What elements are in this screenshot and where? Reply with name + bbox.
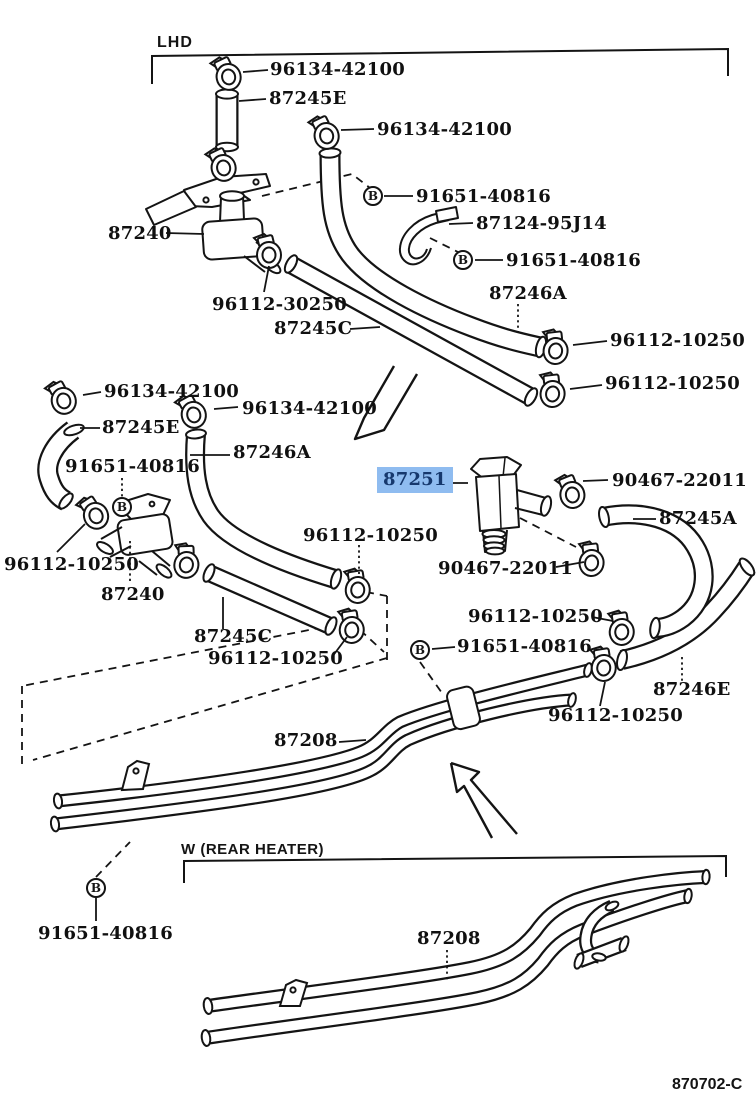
label-90467-22011-a: 90467-22011 xyxy=(612,470,747,491)
label-87245a: 87245A xyxy=(659,508,737,529)
label-87240-b: 87240 xyxy=(101,584,165,605)
callout-b-2: B xyxy=(453,250,473,270)
drawing-number: 870702-C xyxy=(672,1076,743,1093)
pipe-details xyxy=(49,662,711,1047)
clamp-icon xyxy=(604,608,637,647)
label-87245c-b: 87245C xyxy=(194,626,273,647)
valve-87251 xyxy=(470,456,553,556)
label-96112-10250-g: 96112-10250 xyxy=(548,705,683,726)
clamp-icon xyxy=(306,111,343,153)
label-87246a-a: 87246A xyxy=(489,283,567,304)
label-96134-42100-d: 96134-42100 xyxy=(242,398,377,419)
label-87246a-b: 87246A xyxy=(233,442,311,463)
hoses xyxy=(37,95,756,670)
label-87208-a: 87208 xyxy=(274,730,338,751)
label-96112-10250-a: 96112-10250 xyxy=(610,330,745,351)
label-87124-95j14: 87124-95J14 xyxy=(476,213,607,234)
leader-lines xyxy=(56,69,683,981)
label-87245c-a: 87245C xyxy=(274,318,353,339)
clamp-icon xyxy=(42,376,80,419)
label-87251: 87251 xyxy=(377,467,453,493)
callout-b-1: B xyxy=(363,186,383,206)
label-91651-40816-e: 91651-40816 xyxy=(38,923,173,944)
label-96112-10250-d: 96112-10250 xyxy=(303,525,438,546)
label-87245e-b: 87245E xyxy=(102,417,180,438)
callout-b-5: B xyxy=(86,878,106,898)
label-91651-40816-b: 91651-40816 xyxy=(506,250,641,271)
label-96112-30250: 96112-30250 xyxy=(212,294,347,315)
clamp-icon xyxy=(334,606,367,645)
label-87245e-a: 87245E xyxy=(269,88,347,109)
clamp-icon xyxy=(586,644,619,683)
label-96112-10250-f: 96112-10250 xyxy=(468,606,603,627)
rear-heater-bracket xyxy=(183,854,727,883)
clamp-icon xyxy=(537,327,572,367)
clamp-icon xyxy=(553,471,588,511)
clamp-icon xyxy=(573,539,608,579)
callout-b-4: B xyxy=(410,640,430,660)
lhd-bracket xyxy=(151,47,729,84)
label-87240-a: 87240 xyxy=(108,223,172,244)
section-label-rear-heater: W (REAR HEATER) xyxy=(181,841,325,858)
clamp-icon xyxy=(208,52,245,94)
section-label-lhd: LHD xyxy=(157,34,193,51)
label-91651-40816-a: 91651-40816 xyxy=(416,186,551,207)
label-96112-10250-c: 96112-10250 xyxy=(4,554,139,575)
label-87208-b: 87208 xyxy=(417,928,481,949)
label-96134-42100-a: 96134-42100 xyxy=(270,59,405,80)
bracket-87124 xyxy=(398,206,459,266)
clamp-icon xyxy=(73,490,113,535)
label-96112-10250-e: 96112-10250 xyxy=(208,648,343,669)
pipe-assembly-87208-rear xyxy=(204,870,707,1045)
clamp-icon xyxy=(168,540,204,582)
label-96134-42100-b: 96134-42100 xyxy=(377,119,512,140)
clamp-icon xyxy=(253,233,282,269)
label-96134-42100-c: 96134-42100 xyxy=(104,381,239,402)
callout-b-3: B xyxy=(112,497,132,517)
arrow-down-left xyxy=(353,365,419,441)
label-87246e: 87246E xyxy=(653,679,731,700)
pipe-assembly-87208-mid xyxy=(54,663,590,831)
clamp-icon xyxy=(340,566,373,605)
clamp-icon xyxy=(534,370,569,410)
label-96112-10250-b: 96112-10250 xyxy=(605,373,740,394)
label-91651-40816-c: 91651-40816 xyxy=(65,456,200,477)
label-90467-22011-b: 90467-22011 xyxy=(438,558,573,579)
arrow-up-left xyxy=(449,761,518,839)
section-brackets xyxy=(151,47,729,883)
hose-end-caps xyxy=(58,88,756,672)
direction-arrows xyxy=(353,365,518,839)
label-91651-40816-d: 91651-40816 xyxy=(457,636,592,657)
